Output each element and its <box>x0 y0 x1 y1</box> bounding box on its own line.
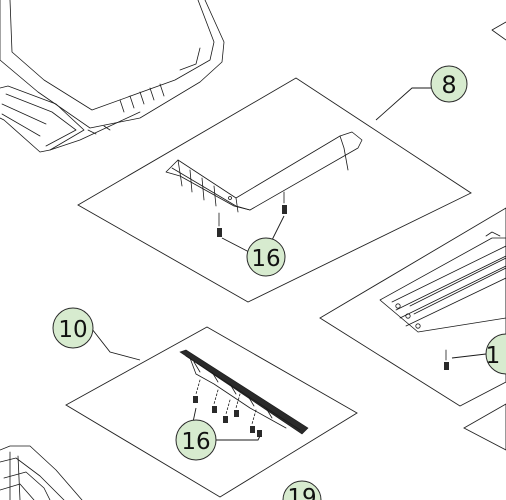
leader-lines <box>91 87 487 441</box>
rail-part <box>165 131 363 213</box>
plate-10 <box>65 326 358 498</box>
callout-16-top-label: 16 <box>251 246 280 272</box>
callout-16-top: 16 <box>246 237 286 277</box>
fastener-right <box>444 349 449 370</box>
callout-19-partial: 19 <box>282 480 322 500</box>
plate-bottom-right-partial <box>463 403 506 451</box>
grille-panel-part <box>379 231 506 333</box>
callout-10: 10 <box>52 307 94 349</box>
dark-strip-part <box>179 349 309 435</box>
callout-8-label: 8 <box>441 71 456 99</box>
fastener-group-bottom <box>193 379 262 437</box>
callout-10-label: 10 <box>58 317 87 343</box>
callout-19-label: 19 <box>287 485 316 500</box>
fastener-group-top <box>217 191 287 237</box>
bottom-left-partial-part <box>0 445 83 500</box>
callout-1-partial: 1 <box>485 333 506 375</box>
top-left-tray-part <box>0 0 225 153</box>
callout-8: 8 <box>430 65 468 103</box>
plate-8 <box>77 77 472 303</box>
callout-16-bottom-label: 16 <box>181 429 210 455</box>
plate-right <box>319 207 506 407</box>
callout-16-bottom: 16 <box>175 419 217 461</box>
top-right-partial-part <box>491 21 506 41</box>
callout-1-label: 1 <box>486 343 501 369</box>
